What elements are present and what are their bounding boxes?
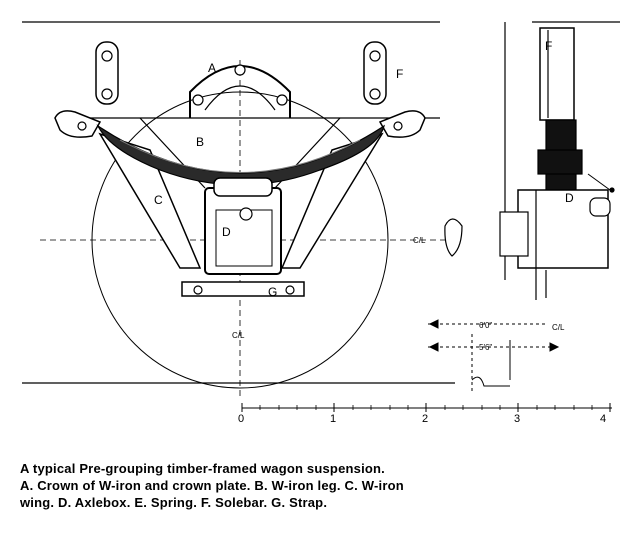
caption-line-3: wing. D. Axlebox. E. Spring. F. Solebar.…: [20, 495, 328, 510]
scale-tick-0: 0: [238, 413, 244, 425]
strap: [181, 281, 305, 297]
label-centre-line-axle: C/L: [413, 236, 426, 245]
label-centre-line-dim: C/L: [552, 323, 565, 332]
w-iron-left: [98, 132, 202, 269]
dim-width-1: 6'0": [479, 321, 492, 330]
label-centre-line-wheel: C/L: [232, 331, 245, 340]
scale-tick-1: 1: [330, 413, 336, 425]
caption-line-2: A. Crown of W-iron and crown plate. B. W…: [20, 478, 404, 493]
left-spring-hanger: [95, 41, 119, 105]
front-elevation: [22, 21, 460, 400]
label-w-iron-wing: C: [154, 193, 163, 207]
right-spring-hanger: [363, 41, 387, 105]
label-solebar-front: F: [396, 67, 403, 81]
label-axlebox: D: [222, 225, 231, 239]
label-solebar-side: F: [545, 39, 552, 53]
label-axlebox-side: D: [565, 191, 574, 205]
label-strap: G: [268, 285, 277, 299]
caption-line-1: A typical Pre-grouping timber-framed wag…: [20, 461, 385, 476]
scale-tick-3: 3: [514, 413, 520, 425]
dimension-lines: [428, 319, 560, 392]
label-crown: A: [208, 61, 216, 75]
label-w-iron-leg: B: [196, 135, 204, 149]
side-elevation: [444, 21, 620, 300]
side-solebar: [539, 27, 575, 121]
scale-bar: [241, 403, 612, 412]
figure-caption: A typical Pre-grouping timber-framed wag…: [20, 460, 630, 511]
scale-tick-2: 2: [422, 413, 428, 425]
scale-tick-4: 4: [600, 413, 606, 425]
dim-width-2: 5'6": [479, 343, 492, 352]
